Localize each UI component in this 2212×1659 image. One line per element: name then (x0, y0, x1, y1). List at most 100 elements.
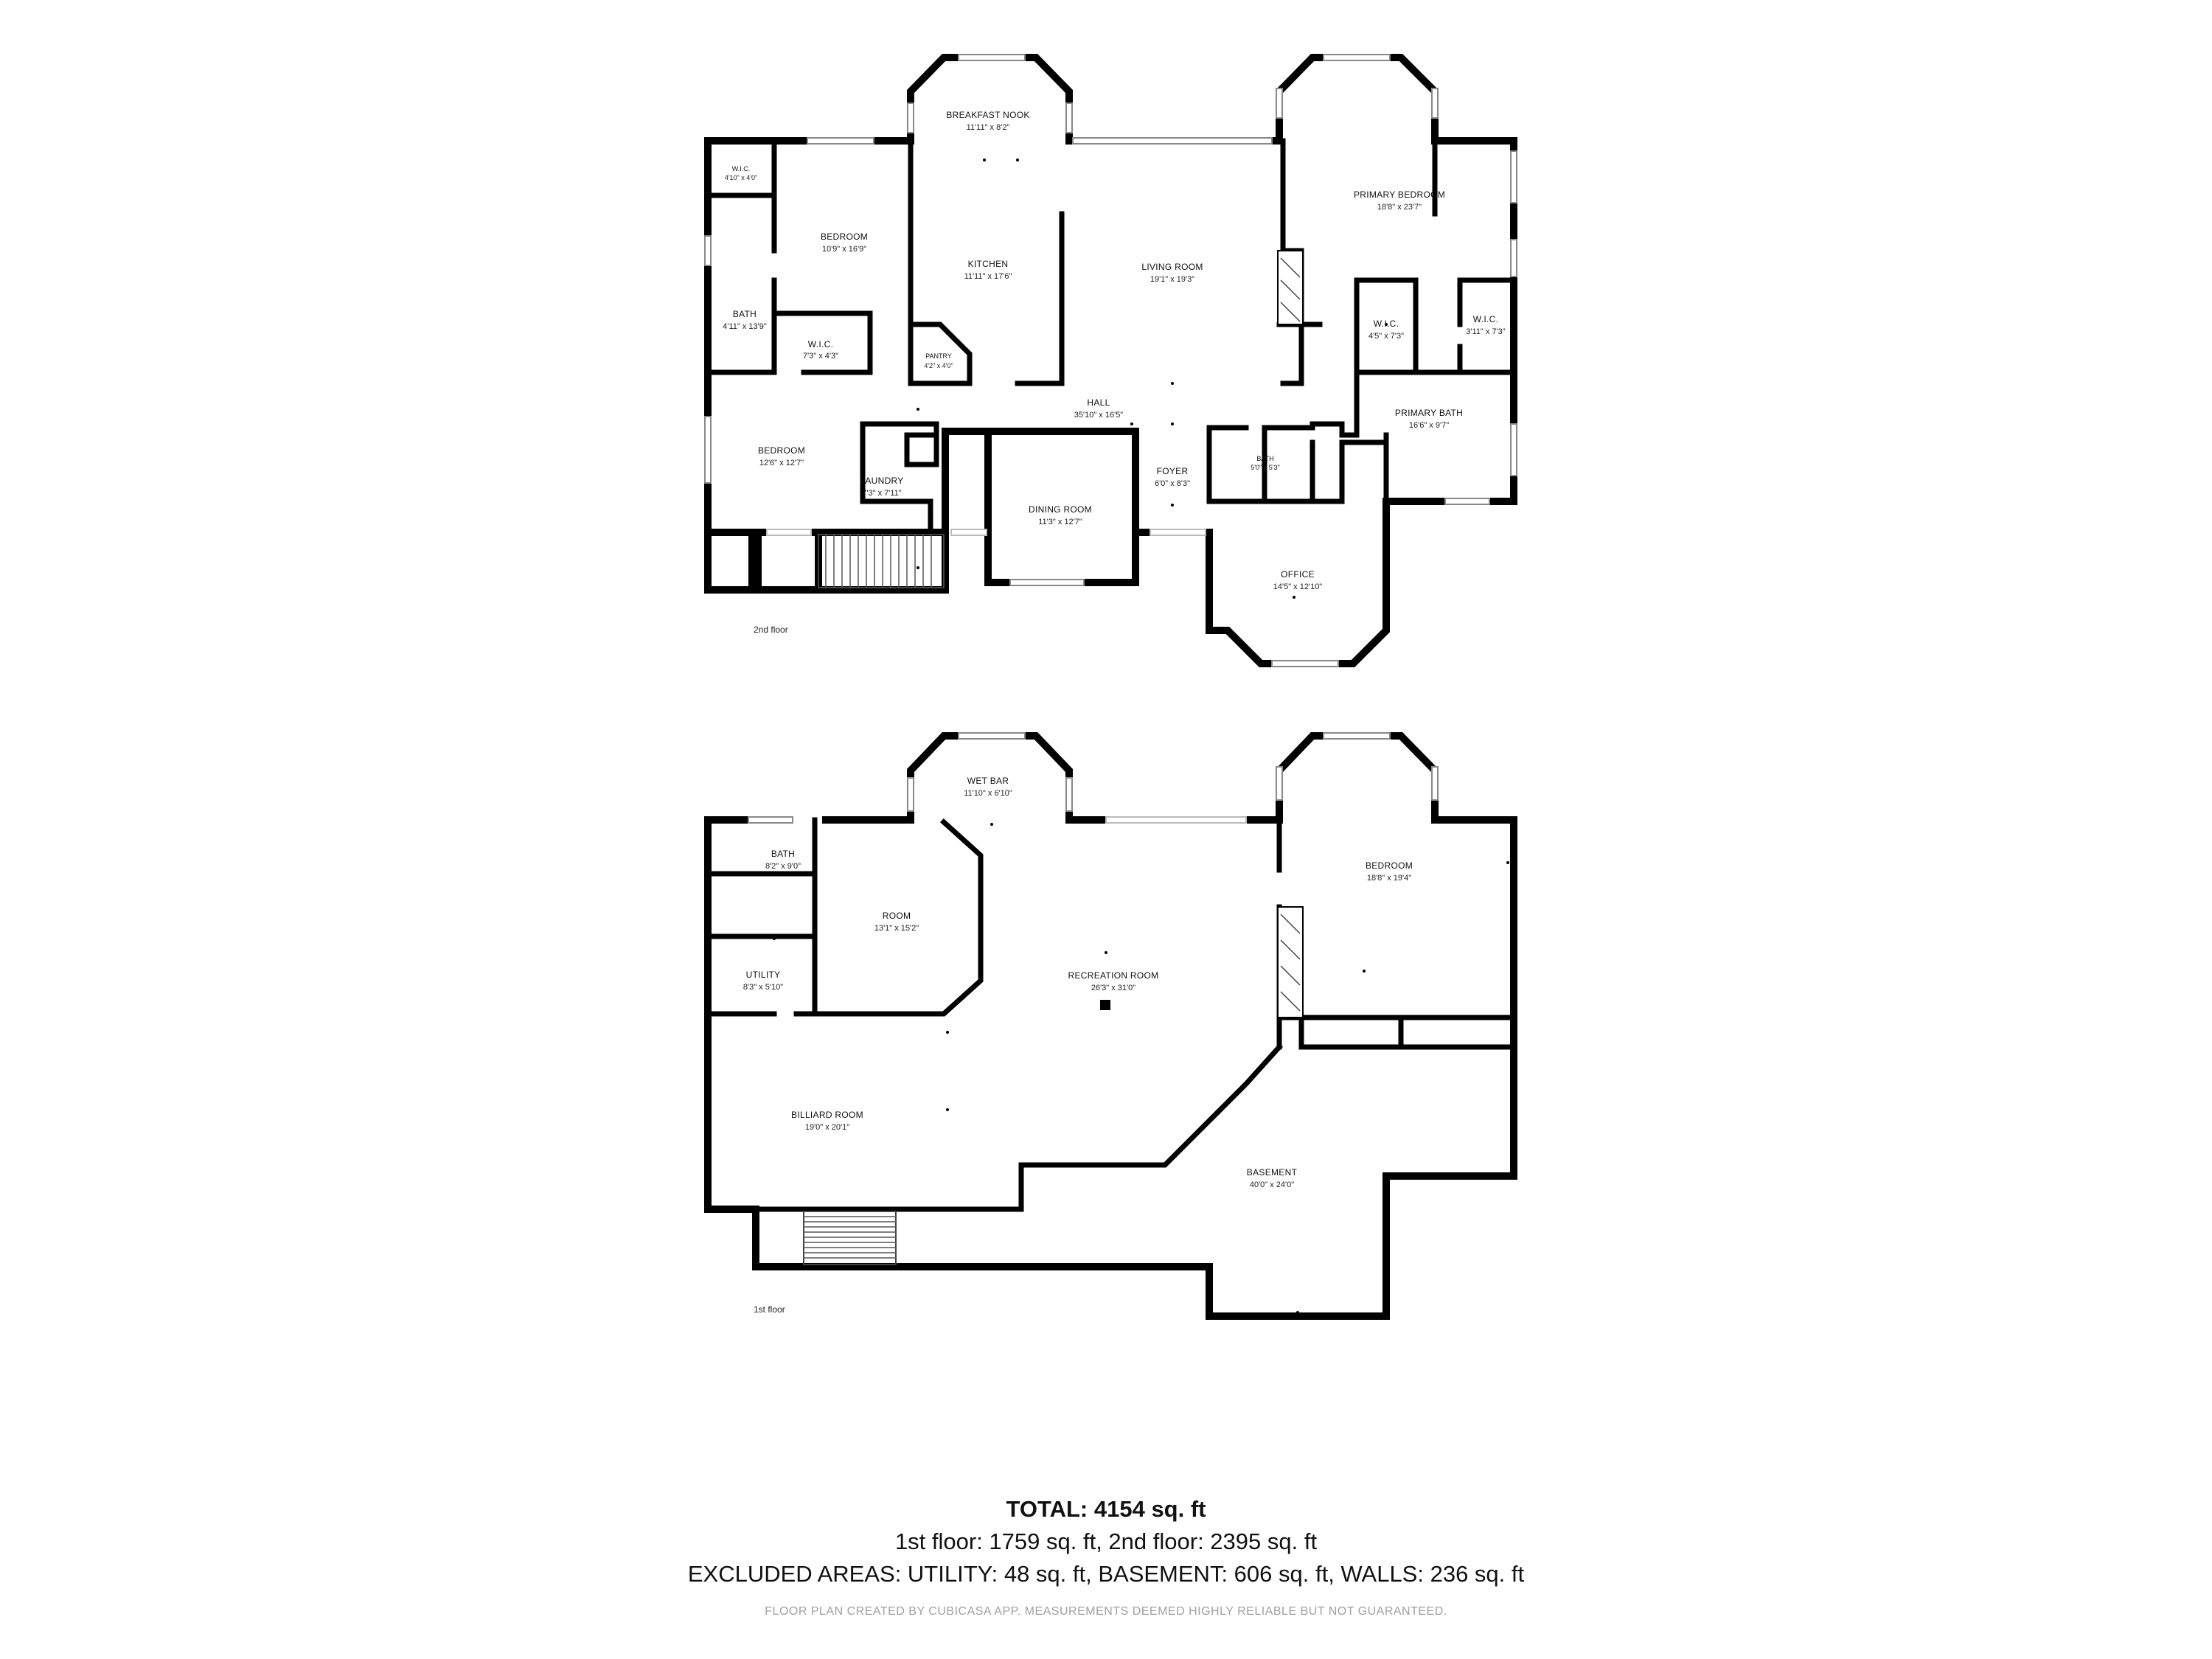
svg-text:W.I.C.: W.I.C. (1473, 314, 1498, 324)
svg-text:BATH: BATH (771, 849, 795, 859)
svg-text:19'1" x 19'3": 19'1" x 19'3" (1150, 275, 1194, 284)
room-first-bath: BATH 8'2" x 9'0" (765, 849, 801, 871)
svg-text:26'3" x 31'0": 26'3" x 31'0" (1091, 984, 1135, 992)
room-living-room: LIVING ROOM 19'1" x 19'3" (1141, 262, 1203, 284)
svg-text:40'0" x 24'0": 40'0" x 24'0" (1250, 1180, 1294, 1189)
svg-text:OFFICE: OFFICE (1281, 569, 1315, 580)
room-bath-b: BATH 5'0" x 5'3" (1251, 455, 1279, 471)
svg-text:7'3" x 4'3": 7'3" x 4'3" (803, 352, 838, 361)
room-wic-a: W.I.C. 7'3" x 4'3" (803, 339, 838, 361)
room-bedroom-b: BEDROOM 12'6" x 12'7" (758, 445, 805, 467)
room-room: ROOM 13'1" x 15'2" (874, 911, 919, 933)
first-floor-label: 1st floor (754, 1304, 785, 1315)
second-floor-windows (704, 54, 1517, 667)
first-floor-fixture-dots (773, 823, 1509, 1314)
svg-text:ROOM: ROOM (883, 911, 911, 921)
room-kitchen: KITCHEN 11'11" x 17'6" (964, 259, 1012, 281)
office-wall (1206, 498, 1390, 667)
svg-text:4'5" x 7'3": 4'5" x 7'3" (1368, 332, 1404, 341)
second-floor-stairs (818, 534, 945, 588)
room-dining-room: DINING ROOM 11'3" x 12'7" (1029, 504, 1092, 526)
svg-text:BILLIARD ROOM: BILLIARD ROOM (791, 1110, 863, 1120)
plan-credit: FLOOR PLAN CREATED BY CUBICASA APP. MEAS… (765, 1605, 1447, 1618)
room-hall: HALL 35'10" x 16'5" (1074, 397, 1124, 420)
room-office: OFFICE 14'5" x 12'10" (1273, 569, 1323, 591)
svg-text:FOYER: FOYER (1157, 466, 1189, 476)
svg-text:7'3" x 7'11": 7'3" x 7'11" (862, 489, 901, 498)
room-bath-a: BATH 4'11" x 13'9" (723, 309, 767, 331)
svg-text:35'10" x 16'5": 35'10" x 16'5" (1074, 411, 1124, 420)
first-floor-plan: WET BAR 11'10" x 6'10" BATH 8'2" x 9'0" … (704, 732, 1517, 1320)
svg-text:WET BAR: WET BAR (967, 776, 1009, 786)
svg-text:4'10" x 4'0": 4'10" x 4'0" (725, 174, 757, 181)
svg-text:11'3" x 12'7": 11'3" x 12'7" (1038, 518, 1082, 526)
excluded-areas: EXCLUDED AREAS: UTILITY: 48 sq. ft, BASE… (687, 1561, 1525, 1587)
support-column (1100, 1000, 1110, 1010)
svg-text:KITCHEN: KITCHEN (968, 259, 1009, 269)
svg-text:18'8" x 23'7": 18'8" x 23'7" (1377, 203, 1422, 212)
svg-text:PANTRY: PANTRY (925, 352, 952, 360)
svg-text:BEDROOM: BEDROOM (1366, 860, 1413, 871)
svg-text:18'8" x 19'4": 18'8" x 19'4" (1367, 874, 1411, 883)
svg-text:3'11" x 7'3": 3'11" x 7'3" (1466, 327, 1505, 336)
second-floor-west-wall (704, 137, 949, 594)
first-floor-interior-walls (705, 817, 1517, 1212)
svg-text:10'9" x 16'9": 10'9" x 16'9" (822, 245, 866, 254)
room-foyer: FOYER 6'0" x 8'3" (1155, 466, 1190, 488)
svg-text:11'10" x 6'10": 11'10" x 6'10" (964, 789, 1012, 798)
total-area: TOTAL: 4154 sq. ft (1006, 1496, 1206, 1522)
room-pantry: PANTRY 4'2" x 4'0" (924, 352, 953, 369)
svg-text:BEDROOM: BEDROOM (758, 445, 805, 456)
room-first-bedroom: BEDROOM 18'8" x 19'4" (1366, 860, 1413, 883)
svg-text:8'3" x 5'10": 8'3" x 5'10" (743, 983, 783, 992)
svg-text:W.I.C.: W.I.C. (1374, 319, 1399, 329)
svg-text:HALL: HALL (1087, 397, 1110, 408)
second-floor-outer-wall (704, 54, 1517, 667)
area-summary: TOTAL: 4154 sq. ft 1st floor: 1759 sq. f… (0, 1493, 2212, 1618)
svg-text:11'11" x 8'2": 11'11" x 8'2" (967, 123, 1010, 132)
room-billiard-room: BILLIARD ROOM 19'0" x 20'1" (791, 1110, 863, 1132)
svg-text:6'0" x 8'3": 6'0" x 8'3" (1155, 479, 1190, 488)
svg-text:W.I.C.: W.I.C. (808, 339, 833, 349)
svg-text:8'2" x 9'0": 8'2" x 9'0" (765, 862, 801, 871)
first-floor-windows (748, 732, 1439, 824)
room-primary-bedroom: PRIMARY BEDROOM 18'8" x 23'7" (1354, 189, 1445, 212)
svg-text:LIVING ROOM: LIVING ROOM (1141, 262, 1203, 272)
svg-text:DINING ROOM: DINING ROOM (1029, 504, 1092, 515)
svg-text:BATH: BATH (1256, 455, 1273, 462)
svg-text:LAUNDRY: LAUNDRY (860, 476, 903, 486)
svg-text:4'2" x 4'0": 4'2" x 4'0" (924, 362, 953, 369)
svg-text:BEDROOM: BEDROOM (821, 232, 868, 242)
second-floor-fixture-dots (917, 159, 1388, 599)
svg-text:4'11" x 13'9": 4'11" x 13'9" (723, 322, 767, 331)
room-basement: BASEMENT 40'0" x 24'0" (1247, 1167, 1298, 1189)
second-floor-plan: BREAKFAST NOOK 11'11" x 8'2" PRIMARY BED… (704, 54, 1517, 667)
svg-text:14'5" x 12'10": 14'5" x 12'10" (1273, 582, 1323, 591)
svg-text:PRIMARY BEDROOM: PRIMARY BEDROOM (1354, 189, 1445, 200)
svg-text:13'1" x 15'2": 13'1" x 15'2" (874, 924, 919, 933)
svg-text:BREAKFAST NOOK: BREAKFAST NOOK (946, 110, 1029, 120)
first-floor-outer-wall (704, 732, 1517, 1320)
svg-text:RECREATION ROOM: RECREATION ROOM (1068, 970, 1159, 981)
second-floor-fireplace (1277, 250, 1304, 325)
room-bedroom-a: BEDROOM 10'9" x 16'9" (821, 232, 868, 254)
svg-text:5'0" x 5'3": 5'0" x 5'3" (1251, 464, 1279, 471)
svg-text:W.I.C.: W.I.C. (732, 165, 751, 173)
room-wic-small: W.I.C. 4'10" x 4'0" (725, 165, 757, 181)
svg-text:16'6" x 9'7": 16'6" x 9'7" (1409, 421, 1449, 430)
svg-text:BATH: BATH (733, 309, 757, 319)
svg-text:12'6" x 12'7": 12'6" x 12'7" (759, 459, 804, 467)
room-wet-bar: WET BAR 11'10" x 6'10" (964, 776, 1012, 798)
floor-areas: 1st floor: 1759 sq. ft, 2nd floor: 2395 … (894, 1528, 1318, 1554)
svg-text:BASEMENT: BASEMENT (1247, 1167, 1298, 1178)
svg-text:UTILITY: UTILITY (746, 970, 781, 980)
svg-text:PRIMARY BATH: PRIMARY BATH (1395, 408, 1463, 418)
room-wic-primary-1: W.I.C. 4'5" x 7'3" (1368, 319, 1404, 341)
svg-text:19'0" x 20'1": 19'0" x 20'1" (805, 1123, 849, 1132)
second-floor-label: 2nd floor (754, 625, 788, 635)
dining-wall (984, 428, 1139, 586)
room-recreation-room: RECREATION ROOM 26'3" x 31'0" (1068, 970, 1159, 992)
room-laundry: LAUNDRY 7'3" x 7'11" (860, 476, 903, 498)
svg-text:11'11" x 17'6": 11'11" x 17'6" (964, 272, 1012, 281)
